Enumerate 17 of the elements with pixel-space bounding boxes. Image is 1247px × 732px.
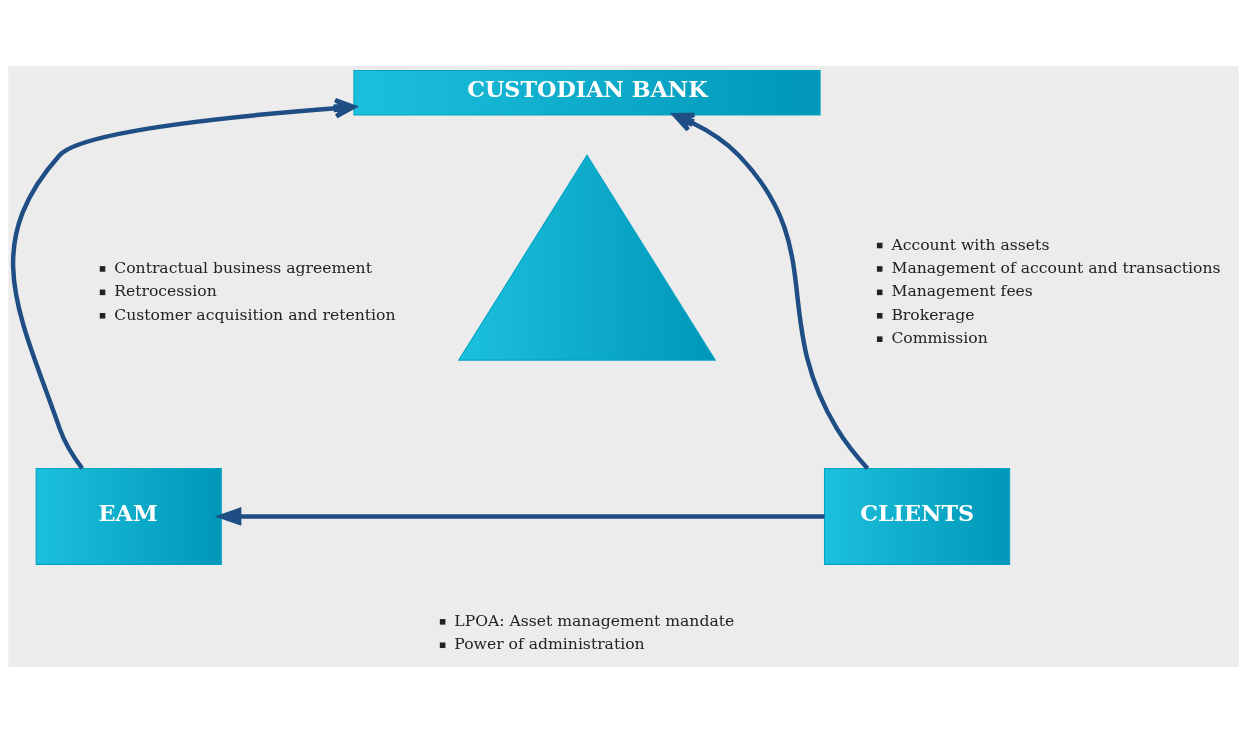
label: Account with assets (891, 235, 1050, 254)
node-box: EAM (35, 467, 222, 565)
node-box: CLIENTS (823, 467, 1011, 565)
label: LPOA: Asset management mandate (454, 611, 735, 630)
node-box: CUSTODIAN BANK (353, 69, 821, 116)
arrow (672, 112, 870, 470)
node-triangle (457, 153, 717, 361)
arrow (214, 506, 825, 526)
label: Management of account and transactions (891, 258, 1221, 277)
label: Power of administration (454, 634, 645, 653)
label: Contractual business agreement (114, 258, 372, 277)
label: Brokerage (891, 305, 975, 324)
label: Retrocession (114, 281, 217, 300)
label: Management fees (891, 281, 1033, 300)
label: Commission (891, 328, 988, 347)
arrow (11, 97, 356, 470)
label: Customer acquisition and retention (114, 305, 396, 324)
